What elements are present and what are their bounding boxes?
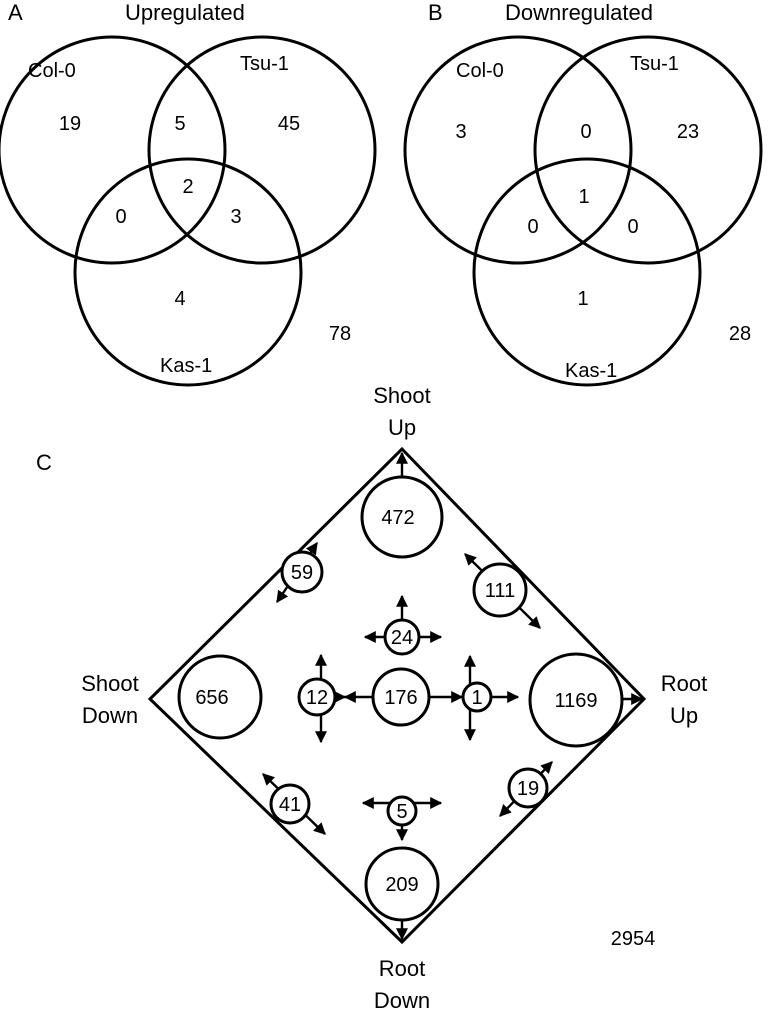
venn-a-count-tsu1-kas1: 3 [230, 206, 241, 228]
node-12-value: 12 [306, 687, 328, 709]
venn-b-count-col0-kas1: 0 [527, 216, 538, 238]
diamond-diagram: C Shoot Up Shoot Down Root Up Root Down [36, 383, 707, 1013]
panel-c-count-outside: 2954 [611, 928, 656, 950]
venn-a-count-col0-tsu1: 5 [174, 113, 185, 135]
venn-b-count-all: 1 [578, 186, 589, 208]
venn-a-count-only-tsu1: 45 [278, 113, 300, 135]
venn-a-circle-kas1 [73, 157, 303, 387]
node-root-up-value: 1169 [554, 690, 597, 712]
node-center-value: 176 [384, 687, 417, 709]
corner-right-line2: Up [670, 703, 698, 728]
node-41: 41 [269, 783, 311, 825]
venn-a-count-col0-kas1: 0 [115, 206, 126, 228]
venn-a-circle-tsu1 [147, 35, 377, 265]
node-12: 12 [297, 677, 337, 717]
panel-a-letter: A [8, 0, 23, 25]
venn-a-count-only-col0: 19 [59, 113, 81, 135]
corner-bottom-line1: Root [379, 956, 425, 981]
node-5-value: 5 [396, 801, 407, 823]
venn-a-count-outside: 78 [329, 323, 351, 345]
venn-a-count-all: 2 [182, 176, 193, 198]
corner-bottom-line2: Down [374, 988, 430, 1013]
venn-a-count-only-kas1: 4 [174, 288, 185, 310]
venn-b-count-only-kas1: 1 [577, 288, 588, 310]
venn-b-count-tsu1-kas1: 0 [627, 216, 638, 238]
venn-b-count-only-tsu1: 23 [677, 121, 699, 143]
venn-upregulated: A Upregulated Col-0 Tsu-1 Kas-1 19 45 4 … [0, 0, 377, 387]
node-41-value: 41 [279, 794, 301, 816]
panel-a-title: Upregulated [125, 0, 245, 25]
node-1: 1 [461, 681, 493, 713]
node-root-down: 209 [364, 846, 440, 922]
venn-a-label-col0: Col-0 [28, 60, 76, 82]
node-19: 19 [507, 767, 549, 809]
diamond-outline [147, 446, 647, 945]
node-root-down-value: 209 [385, 874, 418, 896]
node-shoot-up-value: 472 [381, 507, 414, 529]
panel-c-letter: C [36, 450, 52, 475]
venn-downregulated: B Downregulated Col-0 Tsu-1 Kas-1 3 23 1… [403, 0, 763, 387]
venn-a-label-kas1: Kas-1 [160, 355, 212, 377]
node-shoot-down-value: 656 [195, 687, 228, 709]
venn-b-count-outside: 28 [729, 323, 751, 345]
venn-b-label-kas1: Kas-1 [565, 360, 617, 382]
node-111-value: 111 [485, 580, 515, 602]
node-59: 59 [280, 550, 324, 594]
node-19-value: 19 [517, 778, 539, 800]
corner-top-line2: Up [388, 415, 416, 440]
venn-b-circle-col0 [403, 35, 633, 265]
node-shoot-down: 656 [177, 654, 263, 740]
node-center: 176 [371, 667, 431, 727]
node-111: 111 [472, 562, 528, 618]
panel-b-title: Downregulated [505, 0, 653, 25]
corner-left-line2: Down [82, 703, 138, 728]
venn-b-count-col0-tsu1: 0 [580, 121, 591, 143]
venn-a-label-tsu1: Tsu-1 [240, 53, 289, 75]
venn-b-circle-kas1 [472, 157, 702, 387]
venn-a-circle-col0 [0, 35, 227, 265]
corner-top-line1: Shoot [373, 383, 431, 408]
node-1-value: 1 [471, 687, 482, 709]
node-root-up: 1169 [528, 652, 624, 748]
venn-b-circle-tsu1 [533, 35, 763, 265]
venn-b-label-tsu1: Tsu-1 [630, 53, 679, 75]
venn-b-label-col0: Col-0 [456, 60, 504, 82]
venn-b-count-only-col0: 3 [455, 121, 466, 143]
corner-right-line1: Root [661, 671, 707, 696]
node-24-value: 24 [391, 627, 413, 649]
node-24: 24 [383, 618, 421, 656]
node-5: 5 [386, 795, 418, 827]
node-shoot-up: 472 [360, 475, 444, 559]
node-59-value: 59 [291, 562, 313, 584]
corner-left-line1: Shoot [81, 671, 139, 696]
panel-b-letter: B [428, 0, 443, 25]
